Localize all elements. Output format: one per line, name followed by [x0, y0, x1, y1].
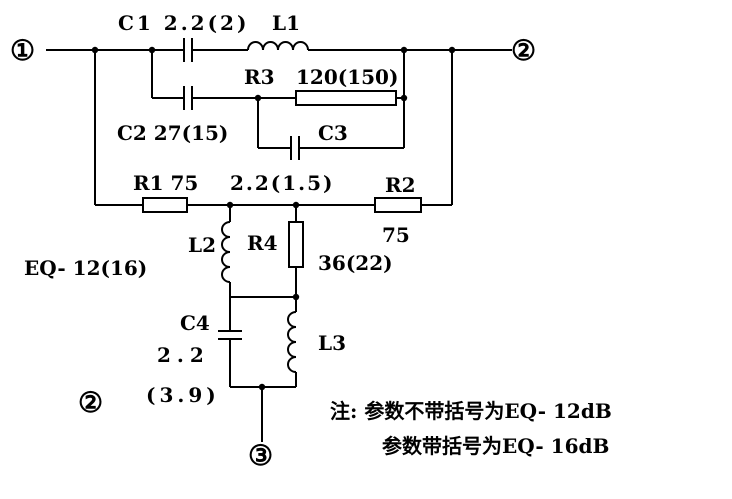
- label-c3: C3: [318, 121, 348, 145]
- inductor-l3: [287, 311, 297, 373]
- label-l1: L1: [272, 11, 300, 35]
- resistor-r3: [295, 90, 397, 106]
- label-eq: EQ- 12(16): [24, 256, 147, 280]
- inductor-l1: [247, 41, 309, 51]
- label-r3-value: 120(150): [296, 65, 398, 89]
- label-c2: C2 27(15): [117, 121, 228, 145]
- terminal-1: ①: [10, 34, 35, 67]
- junctions: [91, 46, 456, 391]
- label-c4: C4: [180, 311, 210, 335]
- note-line-1: 注: 参数不带括号为EQ- 12dB: [330, 399, 612, 423]
- label-l2: L2: [188, 233, 216, 257]
- label-c1: C1 2.2(2): [118, 11, 249, 35]
- label-r4: R4: [247, 231, 278, 255]
- label-c4-value: 2.2: [157, 343, 210, 367]
- note-line-2: 参数带括号为EQ- 16dB: [382, 434, 609, 458]
- label-c4-value-alt: (3.9): [146, 383, 220, 407]
- capacitor-c3: [290, 136, 300, 160]
- wires: [46, 49, 512, 442]
- label-r2-value: 75: [382, 223, 410, 247]
- label-l3: L3: [318, 331, 346, 355]
- label-r3: R3: [244, 65, 275, 89]
- resistor-r1: [142, 197, 188, 213]
- capacitor-c4: [218, 330, 242, 340]
- label-r1: R1 75: [133, 171, 198, 195]
- capacitor-c2: [183, 86, 193, 110]
- variant-mark: ②: [78, 386, 103, 419]
- capacitor-c1: [183, 38, 193, 62]
- label-mid-value: 2.2(1.5): [230, 171, 335, 195]
- resistor-r2: [374, 197, 422, 213]
- inductor-l2: [221, 221, 231, 283]
- label-r2: R2: [385, 173, 416, 197]
- terminal-3: ③: [248, 439, 273, 472]
- resistor-r4: [288, 221, 304, 268]
- label-r4-value: 36(22): [318, 251, 393, 275]
- terminal-2: ②: [511, 34, 536, 67]
